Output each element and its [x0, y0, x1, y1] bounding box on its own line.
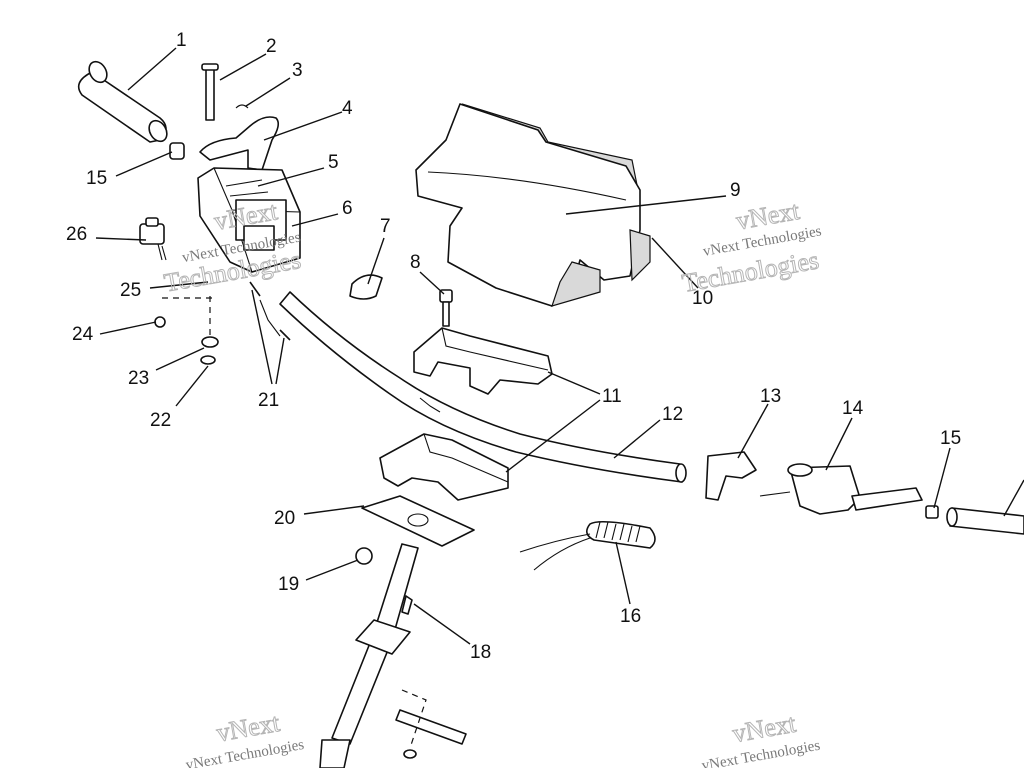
callout-21: 21 [258, 390, 279, 411]
callout-15-right: 15 [940, 428, 961, 449]
callout-20: 20 [274, 508, 295, 529]
handlebar-pad [415, 103, 651, 307]
handlebar-tube [279, 291, 687, 483]
callout-13: 13 [760, 386, 781, 407]
callout-9: 9 [730, 180, 741, 201]
brake-lever-bracket [705, 451, 757, 501]
watermark-right-top: vNext Technologies vNext Technologies [679, 195, 822, 298]
callout-5: 5 [328, 152, 339, 173]
throttle-lever [199, 116, 280, 171]
right-grip [925, 505, 1024, 535]
grip-heater-element [519, 520, 656, 571]
callout-6: 6 [342, 198, 353, 219]
callout-24: 24 [72, 324, 94, 345]
callout-2: 2 [266, 36, 277, 57]
callout-25: 25 [120, 280, 141, 301]
hardware-small-parts [154, 281, 291, 365]
steering-post [319, 543, 419, 768]
callout-15-left: 15 [86, 168, 107, 189]
post-nut [355, 547, 373, 565]
watermark-right-bottom: vNext vNext Technologies [701, 708, 822, 768]
callout-19: 19 [278, 574, 299, 595]
callout-3: 3 [292, 60, 303, 81]
svg-text:Technologies: Technologies [680, 245, 821, 298]
callout-12: 12 [662, 404, 683, 425]
callout-16: 16 [620, 606, 641, 627]
pivot-pin [201, 63, 219, 121]
callout-11: 11 [602, 386, 622, 407]
callout-7: 7 [380, 216, 391, 237]
cable-clamp [349, 274, 383, 300]
lower-handlebar-clamp [379, 433, 509, 501]
post-screw [401, 595, 413, 615]
callout-22: 22 [150, 410, 171, 431]
upper-handlebar-clamp [413, 327, 553, 395]
steering-plate [361, 495, 475, 547]
callout-8: 8 [410, 252, 421, 273]
callout-10: 10 [692, 288, 713, 309]
left-grip [77, 60, 168, 143]
kill-switch [139, 217, 167, 261]
leader-lines [95, 47, 1024, 645]
grip-end-plug-left [169, 142, 185, 160]
retaining-clip [235, 104, 249, 109]
callout-26: 26 [66, 224, 87, 245]
callout-18: 18 [470, 642, 491, 663]
lower-pin [395, 689, 467, 759]
watermark-left-bottom: vNext vNext Technologies [185, 707, 306, 768]
callout-labels: 1 2 3 4 15 5 6 26 25 24 23 22 21 7 8 9 1… [66, 30, 961, 663]
brake-master-cylinder [759, 463, 923, 515]
callout-14: 14 [842, 398, 864, 419]
mounting-bolt [439, 289, 453, 327]
callout-23: 23 [128, 368, 149, 389]
callout-4: 4 [342, 98, 353, 119]
throttle-housing [197, 167, 301, 273]
callout-1: 1 [176, 30, 187, 51]
